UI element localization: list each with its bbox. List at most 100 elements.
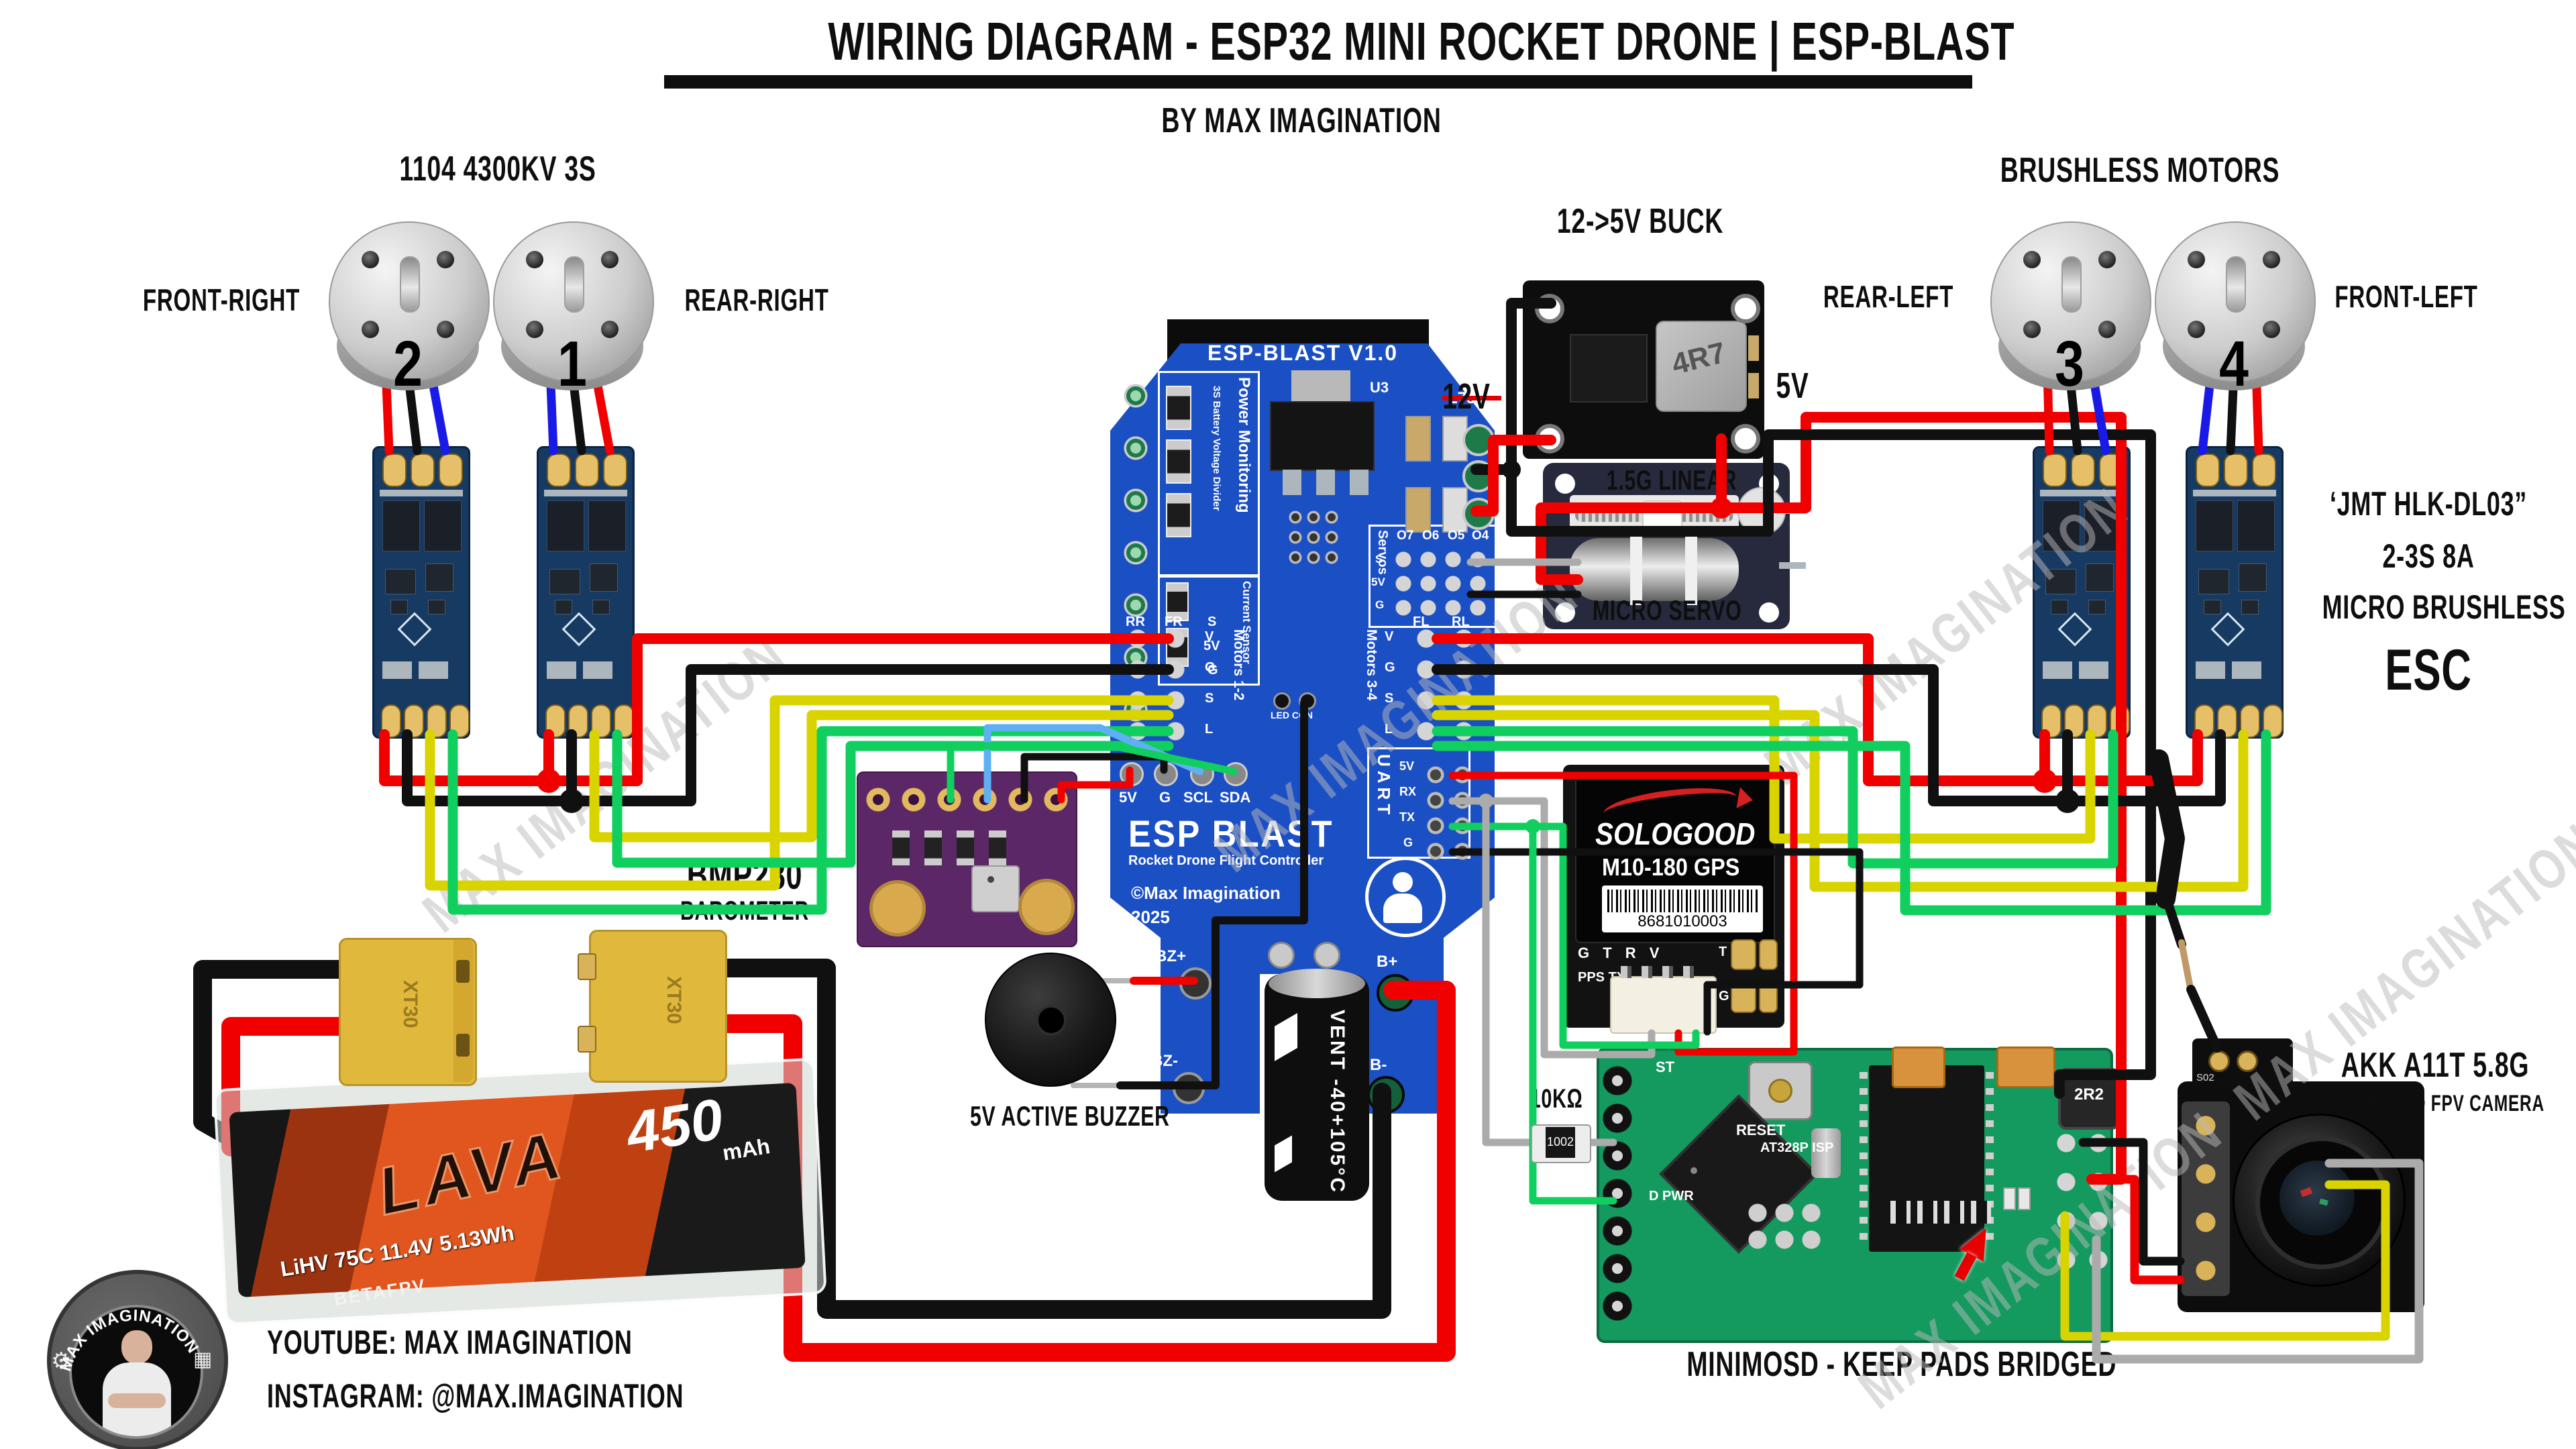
esc-front-left — [2186, 446, 2284, 739]
motor-1-rear-right: 1 — [493, 221, 654, 400]
osd-isp-pads — [1744, 1199, 1825, 1253]
xt30-connector-female: XT30 — [339, 938, 477, 1086]
bmp280-pins — [859, 784, 1073, 816]
motor-number: 1 — [557, 328, 587, 400]
osd-tantalum-cap — [1996, 1046, 2055, 1088]
capacitor-top — [1269, 969, 1365, 998]
xt30-text: XT30 — [399, 980, 421, 1028]
badge-text: MAX IMAGINATION — [56, 1306, 201, 1373]
gps-brand: SOLOGOOD — [1595, 816, 1756, 851]
battery-name: LAVA — [370, 1116, 572, 1230]
osd-st-label: ST — [1656, 1059, 1675, 1075]
maker-badge: MAX IMAGINATION ⚙ ▦ — [47, 1270, 228, 1449]
servo-motor-cylinder — [1570, 538, 1739, 601]
page-title: WIRING DIAGRAM - ESP32 MINI ROCKET DRONE… — [828, 11, 2015, 71]
fc-via-cluster — [1287, 507, 1341, 568]
label-rear-left: REAR-LEFT — [1823, 279, 1954, 314]
fc-bp-label: B+ — [1377, 953, 1398, 971]
label-bmp-sub: BAROMETER — [680, 896, 810, 926]
battery-capacity-unit: mAh — [720, 1133, 772, 1165]
fc-ledcon-label: LED CON — [1271, 710, 1313, 720]
bmp280-sensor — [971, 865, 1020, 912]
badge-arc-text: MAX IMAGINATION — [56, 1306, 202, 1373]
gps-barcode — [1607, 890, 1758, 912]
osd-inductor-value: 2R2 — [2074, 1085, 2104, 1104]
osd-header-pins — [1601, 1063, 1634, 1326]
fc-regulator-tab — [1291, 370, 1350, 402]
label-front-left: FRONT-LEFT — [2334, 279, 2478, 314]
capacitor-text: VENT -40+105°C PET — [1326, 1010, 1348, 1247]
svg-text:MAX IMAGINATION: MAX IMAGINATION — [56, 1306, 202, 1373]
fc-divider-label: 3S Battery Voltage Divider — [1211, 386, 1222, 511]
label-12v: 12V — [1442, 376, 1491, 417]
osd-tantalum-cap — [1892, 1046, 1945, 1088]
xt30-text: XT30 — [663, 976, 685, 1024]
motor-number: 2 — [393, 328, 423, 400]
badge-photo — [69, 1305, 203, 1439]
osd-dpwr-label: D PWR — [1649, 1189, 1694, 1203]
fc-power-monitoring-box — [1158, 371, 1260, 576]
motor-3-rear-left: 3 — [1990, 221, 2151, 400]
fc-u3-label: U3 — [1370, 379, 1389, 396]
fc-servo-pad-grid — [1391, 547, 1491, 620]
label-servo-top: 1.5G LINEAR — [1606, 464, 1737, 496]
gear-icon: ⚙ — [51, 1348, 72, 1374]
xt30-connector-male: XT30 — [578, 930, 727, 1083]
fc-copyright: ©Max Imagination — [1131, 883, 1281, 903]
fc-power-monitoring-label: Power Monitoring — [1235, 377, 1253, 513]
battery-spec: LiHV 75C 11.4V 5.13Wh — [278, 1220, 516, 1281]
buck-inductor — [1656, 321, 1747, 412]
battery-capacity: 450 — [622, 1086, 728, 1166]
label-camera-line2: MICRO AIO FPV CAMERA — [2333, 1091, 2544, 1116]
label-5v: 5V — [1776, 366, 1809, 406]
fc-motors12-pads — [1119, 623, 1194, 746]
esc-front-right — [372, 446, 470, 739]
fc-bzp-label: BZ+ — [1155, 947, 1187, 965]
fc-regulator-chip — [1270, 401, 1375, 471]
buck-regulator-ic — [1570, 334, 1648, 402]
label-servo-bottom: MICRO SERVO — [1593, 594, 1742, 626]
label-rear-right: REAR-RIGHT — [684, 282, 829, 317]
label-brushless-motors: BRUSHLESS MOTORS — [2000, 151, 2280, 190]
page-subtitle: BY MAX IMAGINATION — [1161, 101, 1442, 140]
fc-uart-pins — [1422, 762, 1476, 864]
battery-pack: LAVA 450 mAh LiHV 75C 11.4V 5.13Wh BETAF… — [213, 1057, 827, 1326]
esc-rear-right — [537, 446, 635, 739]
label-esc-line4: ESC — [2385, 638, 2472, 702]
motor-number: 4 — [2219, 328, 2249, 400]
fc-motors12-label: Motors 1-2 — [1231, 629, 1246, 701]
motor-2-front-right: 2 — [329, 221, 490, 400]
osd-reset-label: RESET — [1736, 1122, 1786, 1138]
camera-lens-inner — [2279, 1161, 2355, 1236]
title-underline — [664, 75, 1972, 89]
label-motor-spec: 1104 4300KV 3S — [399, 150, 596, 189]
label-10k-resistor: 10KΩ — [1529, 1084, 1583, 1114]
label-esc-line2: 2-3S 8A — [2382, 537, 2475, 575]
servo-slider — [1642, 500, 1682, 531]
servo-output-wheel — [1737, 487, 1786, 535]
gps-serial: 8681010003 — [1638, 912, 1727, 930]
fc-title: ESP-BLAST V1.0 — [1208, 341, 1399, 365]
motor-shaft-slot — [400, 256, 420, 313]
label-camera-line1: AKK A11T 5.8G — [2341, 1046, 2530, 1085]
label-front-right: FRONT-RIGHT — [142, 282, 301, 317]
label-buzzer: 5V ACTIVE BUZZER — [970, 1100, 1170, 1132]
label-esc-line3: MICRO BRUSHLESS — [2322, 588, 2566, 626]
gps-pins-row1: G T R V — [1578, 945, 1664, 961]
label-buck: 12->5V BUCK — [1556, 202, 1724, 241]
buzzer-hole — [1036, 1005, 1067, 1036]
label-bmp-name: BMP280 — [686, 853, 803, 898]
fc-motors34-label: Motors 3-4 — [1364, 629, 1379, 701]
fc-j1-label: J1 — [1119, 356, 1133, 369]
label-esc-line1: ‘JMT HLK-DL03” — [2329, 485, 2528, 523]
camera-tab-label: S02 — [2196, 1072, 2214, 1083]
gps-jst-connector — [1610, 976, 1717, 1034]
osd-isp-label: AT328P ISP — [1760, 1140, 1834, 1155]
chip-icon: ▦ — [193, 1348, 213, 1371]
fc-bzm-label: BZ- — [1151, 1052, 1178, 1070]
motor-number: 3 — [2055, 328, 2084, 400]
osd-video-chip — [1869, 1065, 1984, 1252]
resistor-value: 1002 — [1547, 1135, 1574, 1148]
fc-year: 2025 — [1131, 907, 1170, 927]
